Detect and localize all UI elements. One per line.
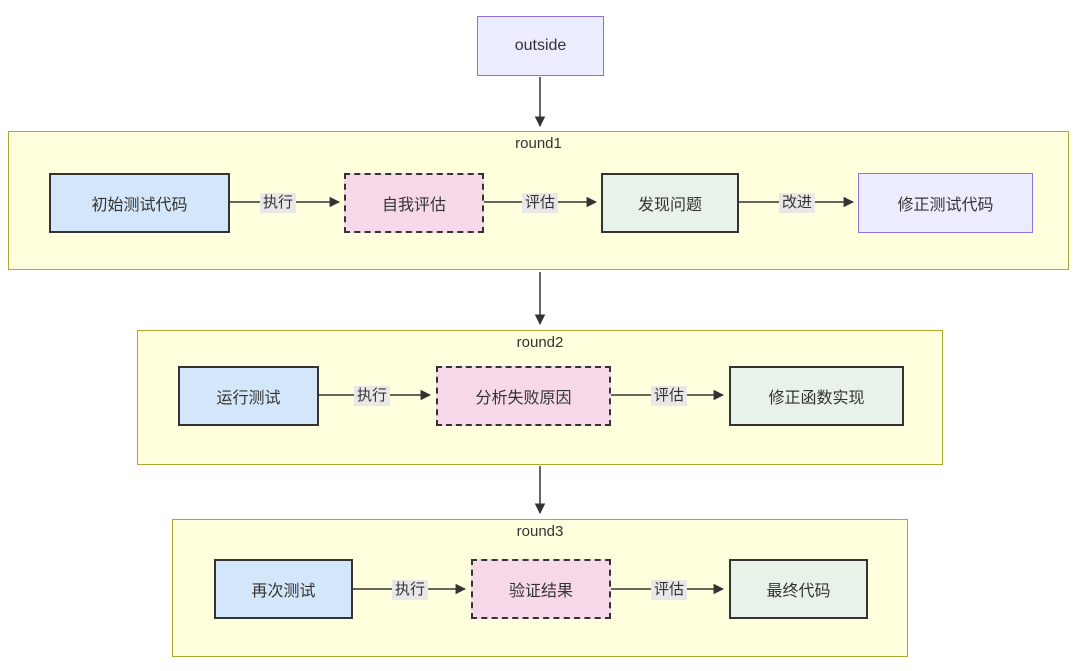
round3-label: round3 (516, 523, 564, 540)
node-found-issues-label: 发现问题 (637, 197, 702, 214)
node-found-issues: 发现问题 (601, 173, 739, 233)
node-fix-function-impl: 修正函数实现 (729, 366, 904, 426)
edge-label-execute-r3: 执行 (391, 580, 429, 600)
node-retest-label: 再次测试 (251, 583, 316, 600)
edge-label-evaluate-r2: 评估 (650, 386, 688, 406)
node-analyze-failure: 分析失败原因 (436, 366, 611, 426)
edge-label-improve-r1: 改进 (778, 193, 816, 213)
node-retest: 再次测试 (214, 559, 353, 619)
edge-label-evaluate-r1: 评估 (521, 193, 559, 213)
node-self-evaluation-label: 自我评估 (381, 197, 446, 214)
round2-label: round2 (516, 334, 564, 351)
edge-label-execute-r1: 执行 (259, 193, 297, 213)
node-fixed-test-code-label: 修正测试代码 (897, 197, 994, 214)
round1-label: round1 (515, 135, 562, 152)
node-initial-test-code-label: 初始测试代码 (91, 197, 188, 214)
round1-container: round1 初始测试代码 自我评估 发现问题 修正测试代码 执行 评估 改进 (8, 131, 1069, 270)
node-final-code-label: 最终代码 (766, 583, 831, 600)
node-run-tests-label: 运行测试 (216, 390, 281, 407)
node-outside: outside (477, 16, 604, 76)
node-fix-function-impl-label: 修正函数实现 (768, 390, 865, 407)
node-verify-results: 验证结果 (471, 559, 611, 619)
node-run-tests: 运行测试 (178, 366, 319, 426)
round3-container: round3 再次测试 验证结果 最终代码 执行 评估 (172, 519, 908, 657)
node-outside-label: outside (514, 37, 567, 54)
node-verify-results-label: 验证结果 (508, 583, 573, 600)
node-initial-test-code: 初始测试代码 (49, 173, 230, 233)
node-analyze-failure-label: 分析失败原因 (475, 390, 572, 407)
node-final-code: 最终代码 (729, 559, 868, 619)
edge-label-execute-r2: 执行 (353, 386, 391, 406)
node-self-evaluation: 自我评估 (344, 173, 484, 233)
round2-container: round2 运行测试 分析失败原因 修正函数实现 执行 评估 (137, 330, 943, 465)
edge-label-evaluate-r3: 评估 (650, 580, 688, 600)
node-fixed-test-code: 修正测试代码 (858, 173, 1033, 233)
